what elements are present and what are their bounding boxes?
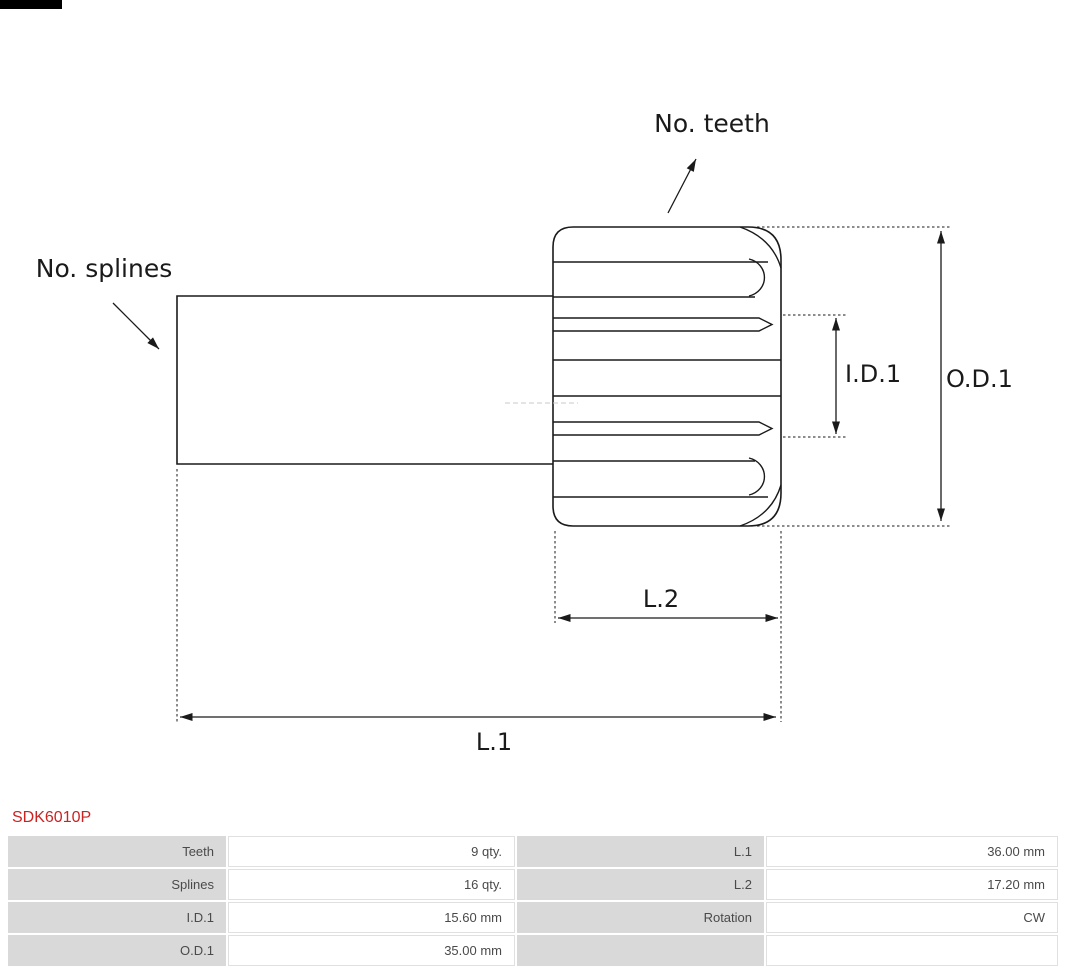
spec-value-l1: 36.00 mm [766, 836, 1058, 867]
spec-label-empty [517, 935, 764, 966]
spec-value-splines: 16 qty. [228, 869, 515, 900]
spec-label-od1: O.D.1 [8, 935, 226, 966]
spec-value-l2: 17.20 mm [766, 869, 1058, 900]
spec-label-l2: L.2 [517, 869, 764, 900]
gear-teeth-lines [553, 226, 782, 527]
label-no-teeth: No. teeth [654, 109, 770, 138]
spec-label-l1: L.1 [517, 836, 764, 867]
spec-label-teeth: Teeth [8, 836, 226, 867]
label-l1: L.1 [476, 728, 512, 756]
spec-table: Teeth 9 qty. L.1 36.00 mm Splines 16 qty… [8, 836, 1058, 966]
label-id1: I.D.1 [845, 360, 901, 388]
teeth-leader-arrow [667, 158, 697, 214]
shaft-outline [176, 295, 553, 465]
spec-value-empty [766, 935, 1058, 966]
spec-label-splines: Splines [8, 869, 226, 900]
spec-label-rotation: Rotation [517, 902, 764, 933]
leader-arrows [112, 158, 697, 350]
extension-lines [176, 226, 952, 722]
spec-value-od1: 35.00 mm [228, 935, 515, 966]
splines-leader-arrow [112, 302, 160, 350]
gear-outline [552, 226, 782, 527]
spec-value-teeth: 9 qty. [228, 836, 515, 867]
product-code: SDK6010P [12, 809, 92, 826]
dimension-lines [180, 231, 945, 721]
spec-label-id1: I.D.1 [8, 902, 226, 933]
label-no-splines: No. splines [36, 254, 173, 283]
part-outline [176, 226, 782, 527]
label-l2: L.2 [643, 585, 679, 613]
pinion-technical-drawing: No. teeth No. splines I.D.1 O.D.1 L.2 L.… [36, 109, 1013, 756]
top-left-bar [0, 0, 62, 9]
drawing-svg: No. teeth No. splines I.D.1 O.D.1 L.2 L.… [36, 109, 1013, 756]
spec-value-rotation: CW [766, 902, 1058, 933]
label-od1: O.D.1 [946, 365, 1013, 393]
spec-value-id1: 15.60 mm [228, 902, 515, 933]
